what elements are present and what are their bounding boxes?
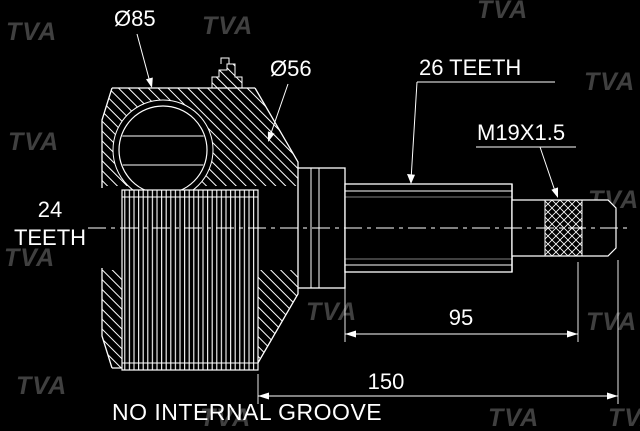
tva-watermark: TVA: [6, 18, 58, 46]
tva-watermark: TVA: [608, 404, 640, 431]
leader-outer-diameter: [136, 33, 152, 87]
label-total-length: 150: [367, 369, 405, 394]
label-thread-spec: M19X1.5: [477, 120, 566, 145]
tva-watermark: TVA: [586, 308, 638, 336]
tva-watermark: TVA: [306, 298, 358, 326]
tva-watermark: TVA: [16, 372, 68, 400]
outer-race-section: [101, 57, 299, 201]
leader-cage-diameter: [268, 83, 289, 140]
tva-watermark: TVA: [200, 404, 252, 431]
leader-arrowheads: [146, 77, 558, 198]
dimension-95-arrows: [345, 330, 578, 338]
ball-bearing: [118, 105, 208, 195]
dimension-150-arrows: [258, 392, 618, 400]
dimension-95: [344, 262, 579, 342]
leader-shaft-teeth: [410, 81, 555, 181]
label-hub-teeth: 24 TEETH: [4, 196, 96, 252]
label-cage-diameter: Ø56: [270, 56, 312, 81]
label-note: NO INTERNAL GROOVE: [112, 399, 383, 425]
tva-watermark: TVA: [4, 244, 56, 272]
label-outer-diameter: Ø85: [114, 6, 156, 31]
tva-watermark: TVA: [488, 404, 540, 431]
tva-watermark: TVA: [584, 68, 636, 96]
leader-thread: [476, 146, 576, 195]
label-hub-teeth-word: TEETH: [13, 225, 87, 250]
snap-ring-boss: [211, 63, 243, 89]
label-hub-teeth-value: 24: [37, 197, 63, 222]
leader-lines: [136, 33, 576, 195]
label-shaft-length: 95: [448, 305, 474, 330]
tva-watermark: TVA: [8, 128, 60, 156]
label-shaft-teeth: 26 TEETH: [419, 55, 522, 80]
tva-watermark: TVA: [477, 0, 529, 24]
spline-block: [121, 189, 259, 371]
tva-watermark: TVA: [202, 12, 254, 40]
dimension-150: [257, 260, 619, 404]
